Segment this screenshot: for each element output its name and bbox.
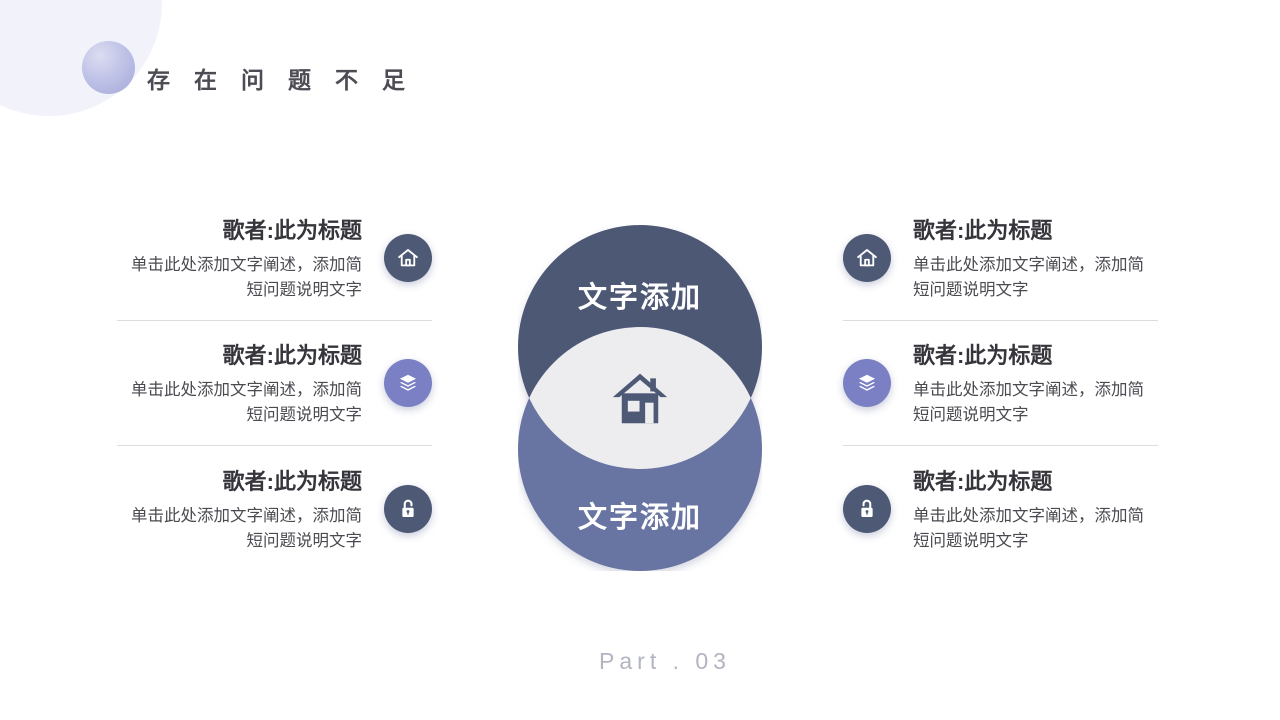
left-column: 歌者:此为标题 单击此处添加文字阐述，添加简短问题说明文字 歌者:此为标题 单击…: [117, 196, 432, 571]
item-body: 单击此处添加文字阐述，添加简短问题说明文字: [913, 381, 1144, 424]
home-icon: [857, 249, 877, 267]
item-text: 歌者:此为标题 单击此处添加文字阐述，添加简短问题说明文字: [913, 464, 1158, 554]
layers-icon-badge: [384, 359, 432, 407]
layers-icon: [858, 374, 876, 391]
unlock-icon: [861, 499, 873, 517]
corner-decor-circle: [0, 0, 162, 116]
item-text: 歌者:此为标题 单击此处添加文字阐述，添加简短问题说明文字: [117, 464, 362, 554]
unlock-icon: [402, 499, 414, 517]
footer-part-label: Part . 03: [599, 648, 731, 674]
venn-diagram: 文字添加 文字添加: [518, 225, 762, 571]
home-icon-badge: [384, 234, 432, 282]
list-item: 歌者:此为标题 单击此处添加文字阐述，添加简短问题说明文字: [843, 321, 1158, 446]
list-item: 歌者:此为标题 单击此处添加文字阐述，添加简短问题说明文字: [117, 321, 432, 446]
item-title: 歌者:此为标题: [222, 218, 362, 243]
unlock-icon-badge: [384, 484, 432, 533]
list-item: 歌者:此为标题 单击此处添加文字阐述，添加简短问题说明文字: [117, 446, 432, 571]
venn-top-label: 文字添加: [577, 282, 702, 314]
item-text: 歌者:此为标题 单击此处添加文字阐述，添加简短问题说明文字: [117, 338, 362, 428]
venn-bottom-label: 文字添加: [577, 502, 702, 534]
item-title: 歌者:此为标题: [913, 468, 1053, 494]
home-icon: [612, 373, 668, 424]
item-body: 单击此处添加文字阐述，添加简短问题说明文字: [131, 381, 362, 424]
page-title: 存在问题不足: [147, 67, 429, 93]
item-body: 单击此处添加文字阐述，添加简短问题说明文字: [131, 506, 362, 550]
item-title: 歌者:此为标题: [222, 343, 362, 368]
item-title: 歌者:此为标题: [222, 468, 362, 494]
home-icon-badge: [843, 234, 891, 282]
item-text: 歌者:此为标题 单击此处添加文字阐述，添加简短问题说明文字: [117, 213, 362, 303]
item-title: 歌者:此为标题: [913, 218, 1053, 243]
item-title: 歌者:此为标题: [913, 343, 1053, 368]
venn-circles: [518, 225, 762, 571]
unlock-icon-badge: [843, 484, 891, 533]
item-body: 单击此处添加文字阐述，添加简短问题说明文字: [131, 256, 362, 299]
list-item: 歌者:此为标题 单击此处添加文字阐述，添加简短问题说明文字: [843, 196, 1158, 321]
item-body: 单击此处添加文字阐述，添加简短问题说明文字: [913, 506, 1144, 550]
right-column: 歌者:此为标题 单击此处添加文字阐述，添加简短问题说明文字 歌者:此为标题 单击…: [843, 196, 1158, 571]
item-body: 单击此处添加文字阐述，添加简短问题说明文字: [913, 256, 1144, 299]
list-item: 歌者:此为标题 单击此处添加文字阐述，添加简短问题说明文字: [843, 446, 1158, 571]
home-icon: [398, 249, 418, 267]
layers-icon: [399, 374, 417, 391]
venn-overlap-lens: [518, 327, 762, 469]
layers-icon-badge: [843, 359, 891, 407]
list-item: 歌者:此为标题 单击此处添加文字阐述，添加简短问题说明文字: [117, 196, 432, 321]
item-text: 歌者:此为标题 单击此处添加文字阐述，添加简短问题说明文字: [913, 213, 1158, 303]
gradient-dot-circle: [82, 41, 135, 94]
item-text: 歌者:此为标题 单击此处添加文字阐述，添加简短问题说明文字: [913, 338, 1158, 428]
